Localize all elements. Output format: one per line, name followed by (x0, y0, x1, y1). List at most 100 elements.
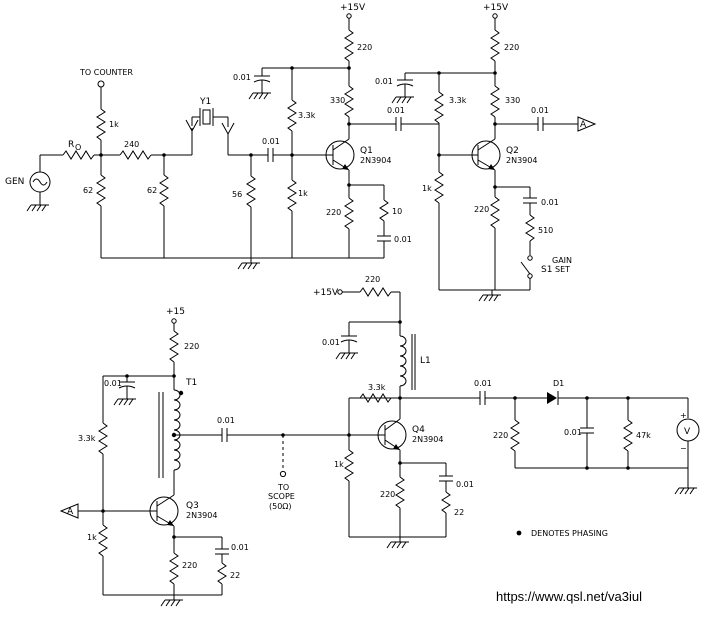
resistor-330-q2 (490, 85, 500, 118)
resistor-33k-q3 (98, 422, 108, 455)
resistor-1k-q3 (98, 524, 108, 557)
svg-text:0.01: 0.01 (233, 73, 251, 82)
to-counter-label: TO COUNTER (79, 68, 133, 77)
resistor-220-q1 (344, 29, 354, 62)
svg-text:0.01: 0.01 (217, 416, 235, 425)
svg-text:3.3k: 3.3k (78, 434, 96, 443)
svg-text:2N3904: 2N3904 (186, 511, 217, 520)
input-a-connector (59, 503, 79, 519)
svg-text:47k: 47k (636, 431, 651, 440)
ground-icon (674, 482, 698, 495)
to-counter-terminal (97, 80, 105, 88)
svg-text:240: 240 (124, 140, 139, 149)
resistor-220-em-q1 (344, 197, 354, 230)
svg-text:220: 220 (182, 561, 197, 570)
svg-text:10: 10 (392, 207, 402, 216)
svg-text:0.01: 0.01 (531, 106, 549, 115)
svg-text:220: 220 (474, 205, 489, 214)
resistor-22-q4 (441, 491, 451, 514)
svg-text:Q1: Q1 (360, 146, 373, 156)
svg-text:0.01: 0.01 (474, 379, 492, 388)
resistor-62-b (159, 174, 169, 207)
svg-text:62: 62 (147, 186, 157, 195)
resistor-22-q3 (217, 562, 227, 585)
resistor-33k-q2 (434, 91, 444, 124)
inductor-l1 (399, 335, 407, 387)
svg-text:220: 220 (184, 342, 199, 351)
svg-text:220: 220 (493, 431, 508, 440)
resistor-r0 (62, 150, 95, 160)
svg-text:0.01: 0.01 (322, 338, 340, 347)
resistor-33k-q1 (287, 99, 297, 132)
resistor-240 (119, 150, 152, 160)
svg-text:D1: D1 (553, 379, 564, 388)
svg-text:Q2: Q2 (506, 146, 519, 156)
svg-text:220: 220 (504, 43, 519, 52)
svg-text:1k: 1k (87, 533, 97, 542)
resistor-1k-q4 (344, 449, 354, 482)
svg-text:GAIN: GAIN (552, 256, 572, 265)
q2-stage: 0.01 +15V 220 0.01 3.3k 1k 330 (375, 3, 597, 302)
svg-text:510: 510 (538, 226, 553, 235)
ground-icon (26, 199, 50, 212)
svg-text:0.01: 0.01 (231, 543, 249, 552)
r0-label: R (68, 140, 74, 150)
resistor-1k-q2 (434, 171, 444, 204)
svg-text:+15: +15 (166, 307, 185, 317)
svg-text:S1: S1 (541, 265, 552, 275)
resistor-10-q1 (379, 199, 389, 222)
ground-icon (160, 594, 184, 607)
input-network: GEN R O TO COUNTER 1k 62 240 62 (5, 68, 350, 270)
svg-text:−: − (680, 444, 687, 453)
q4-stage: +15V 220 0.01 L1 3.3k Q4 (313, 275, 700, 549)
q3-stage: +15 220 0.01 T1 0.01 3.3k (59, 307, 380, 607)
resistor-330-q1 (344, 85, 354, 118)
svg-text:+15V: +15V (340, 3, 366, 13)
svg-text:+15V: +15V (483, 3, 509, 13)
transformer-t1-label: T1 (185, 378, 197, 388)
svg-text:3.3k: 3.3k (298, 111, 316, 120)
svg-text:2N3904: 2N3904 (412, 435, 443, 444)
svg-text:330: 330 (505, 96, 520, 105)
svg-text:220: 220 (326, 208, 341, 217)
resistor-220-em-q3 (169, 552, 179, 585)
resistor-220-q3 (169, 330, 179, 363)
svg-text:220: 220 (357, 43, 372, 52)
svg-text:330: 330 (330, 96, 345, 105)
switch-s1 (527, 255, 533, 261)
ground-icon (237, 257, 261, 270)
resistor-56 (246, 175, 256, 208)
resistor-62-a (96, 174, 106, 207)
resistor-1k-q1 (287, 179, 297, 212)
svg-text:+: + (680, 411, 687, 420)
cap-in-label: 0.01 (262, 137, 280, 146)
source-url: https://www.qsl.net/va3iul (496, 589, 642, 604)
svg-text:1k: 1k (298, 189, 308, 198)
svg-text:0.01: 0.01 (104, 379, 122, 388)
svg-text:L1: L1 (420, 356, 431, 366)
q1-stage: +15V 220 0.01 3.3k 1k 330 (233, 3, 412, 259)
ground-icon (391, 91, 415, 104)
resistor-220-q4 (359, 287, 392, 297)
svg-text:0.01: 0.01 (564, 428, 582, 437)
svg-text:56: 56 (232, 190, 242, 199)
resistor-220-load (510, 419, 520, 452)
output-a-connector (577, 116, 597, 132)
svg-text:O: O (75, 143, 81, 152)
resistor-33k-q4 (359, 393, 392, 403)
svg-text:0.01: 0.01 (387, 106, 405, 115)
svg-text:0.01: 0.01 (375, 77, 393, 86)
generator-label: GEN (5, 177, 24, 187)
svg-text:0.01: 0.01 (541, 198, 559, 207)
svg-text:220: 220 (365, 275, 380, 284)
ground-icon (386, 536, 410, 549)
svg-text:22: 22 (230, 571, 240, 580)
svg-text:220: 220 (380, 490, 395, 499)
phasing-note: DENOTES PHASING (531, 529, 608, 538)
svg-text:V: V (684, 427, 691, 437)
resistor-220-q2 (490, 29, 500, 62)
svg-text:1k: 1k (334, 460, 344, 469)
diode-d1 (547, 392, 557, 404)
ground-icon (335, 347, 359, 360)
